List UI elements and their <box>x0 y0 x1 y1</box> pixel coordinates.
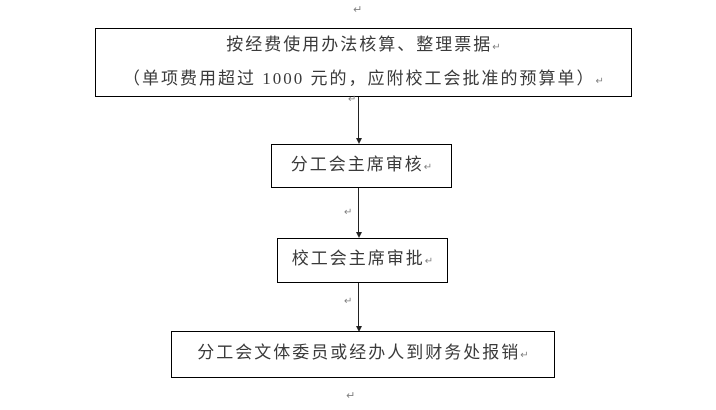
arrowhead-down-icon <box>355 326 362 332</box>
line-break-mark: ↵ <box>492 41 501 53</box>
connector-line <box>357 283 360 326</box>
connector-step2-step3 <box>354 188 363 238</box>
flow-node-step-3: 校工会主席审批↵ <box>277 238 448 283</box>
line-break-mark: ↵ <box>424 256 434 267</box>
line-break-mark: ↵ <box>423 161 433 173</box>
flow-node-step-4: 分工会文体委员或经办人到财务处报销↵ <box>171 331 555 378</box>
line-break-mark: ↵ <box>344 207 353 218</box>
connector-step1-step2 <box>354 97 363 144</box>
flow-node-step-1: 按经费使用办法核算、整理票据↵ （单项费用超过 1000 元的，应附校工会批准的… <box>95 28 632 97</box>
arrowhead-down-icon <box>355 138 362 144</box>
node-text: 按经费使用办法核算、整理票据 <box>226 34 493 54</box>
line-break-mark: ↵ <box>344 296 353 307</box>
connector-line <box>357 97 360 138</box>
node-text: 分工会文体委员或经办人到财务处报销 <box>197 343 521 362</box>
node-text: 校工会主席审批 <box>291 249 425 268</box>
node-text: 分工会主席审核 <box>290 154 424 174</box>
line-break-mark: ↵ <box>348 94 357 105</box>
node-text: （单项费用超过 1000 元的，应附校工会批准的预算单） <box>123 68 596 88</box>
paragraph-mark-top: ↵ <box>353 3 363 16</box>
paragraph-mark-bottom: ↵ <box>346 389 356 402</box>
connector-step3-step4 <box>354 283 363 332</box>
line-break-mark: ↵ <box>595 75 604 87</box>
line-break-mark: ↵ <box>520 350 529 361</box>
flow-node-step-2: 分工会主席审核↵ <box>271 144 452 188</box>
arrowhead-down-icon <box>355 232 362 238</box>
connector-line <box>357 188 360 232</box>
